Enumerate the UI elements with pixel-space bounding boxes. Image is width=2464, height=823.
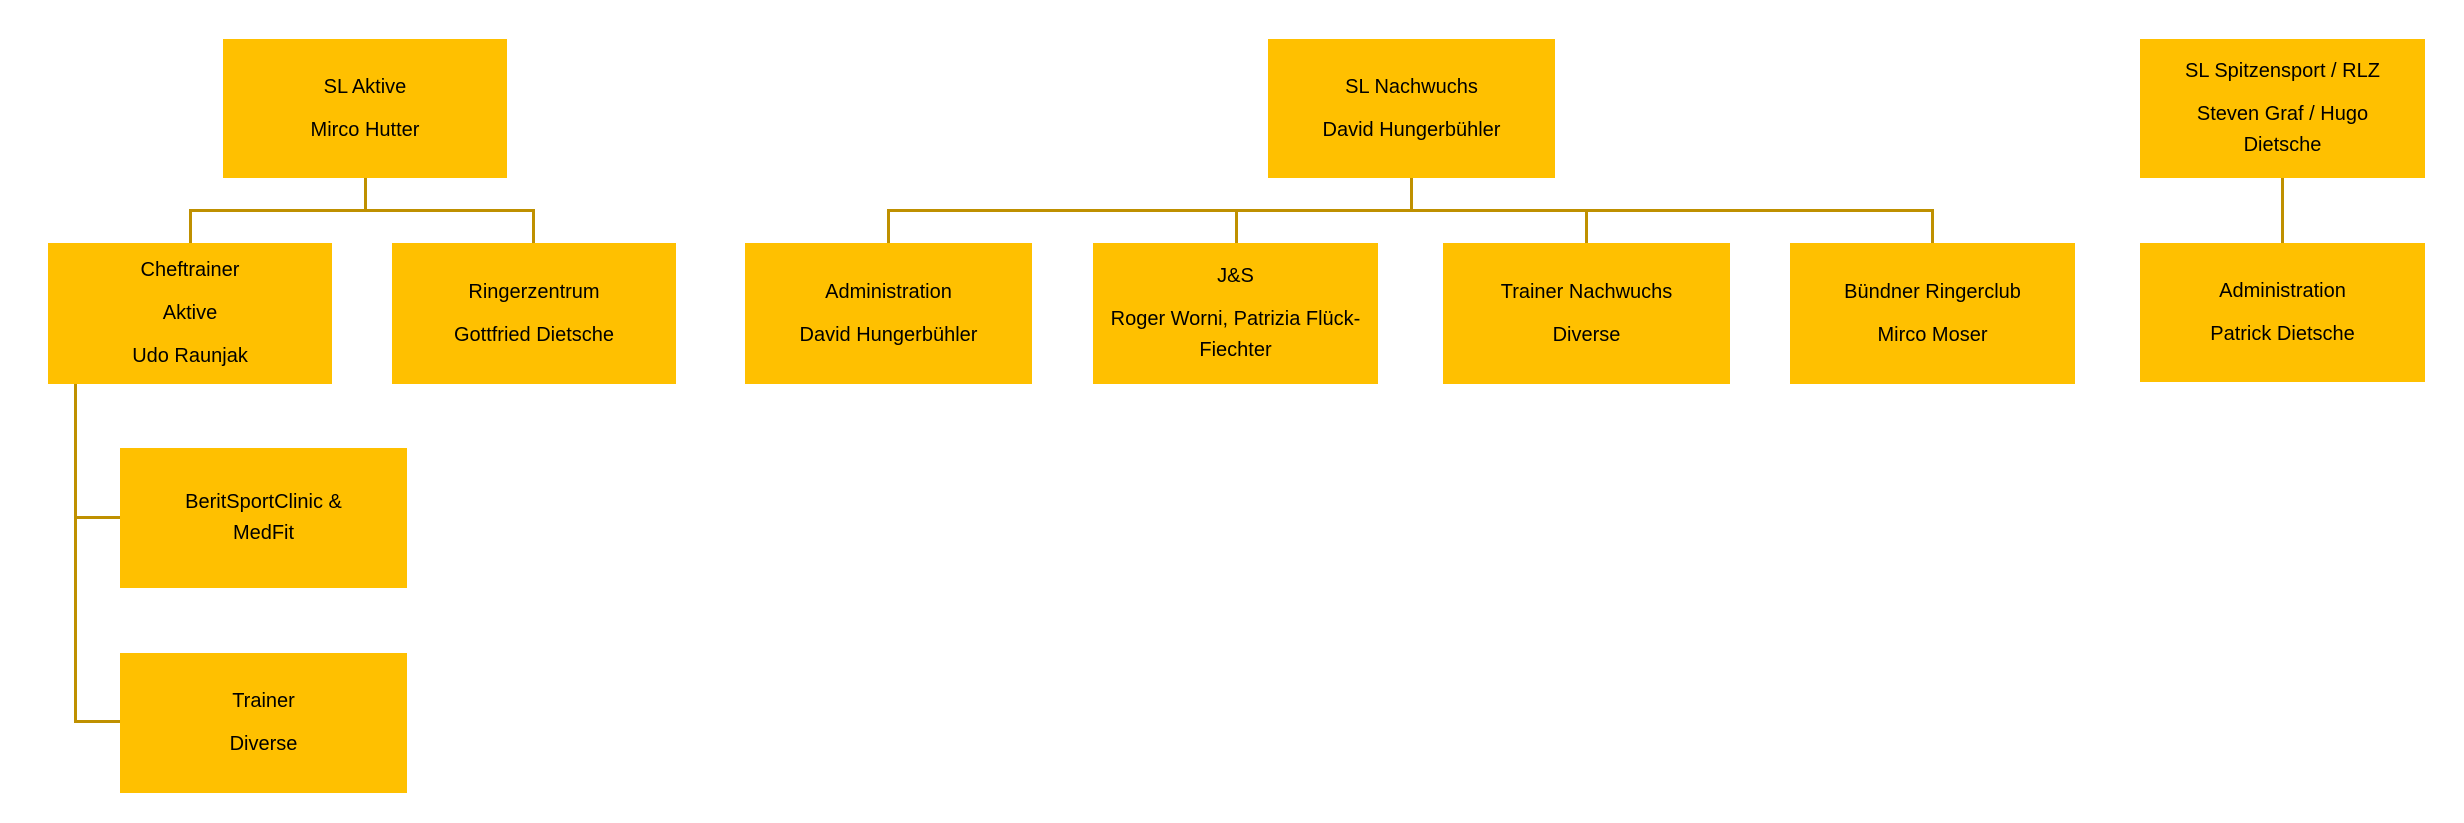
node-person: Diverse bbox=[229, 733, 298, 755]
node-title: SL Aktive bbox=[323, 75, 407, 98]
node-title: Ringerzentrum bbox=[468, 280, 600, 303]
node-title: Administration bbox=[825, 280, 952, 303]
node-cheftrainer-aktive: Cheftrainer Aktive Udo Raunjak bbox=[48, 243, 332, 384]
node-person: Steven Graf / Hugo Dietsche bbox=[2196, 103, 2369, 156]
node-beritsportclinic-medfit: BeritSportClinic & MedFit bbox=[120, 448, 407, 588]
node-person: Patrick Dietsche bbox=[2210, 322, 2355, 345]
node-title: Trainer bbox=[232, 690, 295, 712]
connector-line bbox=[532, 209, 535, 243]
connector-line bbox=[1585, 209, 1588, 243]
connector-line bbox=[1235, 209, 1238, 243]
node-trainer-nachwuchs: Trainer Nachwuchs Diverse bbox=[1443, 243, 1730, 384]
node-administration-spitzensport: Administration Patrick Dietsche bbox=[2140, 243, 2425, 382]
connector-line bbox=[1410, 178, 1413, 211]
node-sl-aktive: SL Aktive Mirco Hutter bbox=[223, 39, 507, 178]
connector-line bbox=[887, 209, 1934, 212]
connector-line bbox=[74, 516, 120, 519]
node-person: David Hungerbühler bbox=[1322, 118, 1501, 141]
node-person: Mirco Hutter bbox=[310, 118, 420, 141]
node-title: Bündner Ringerclub bbox=[1844, 280, 2021, 303]
node-ringerzentrum: Ringerzentrum Gottfried Dietsche bbox=[392, 243, 676, 384]
node-person: Diverse bbox=[1552, 323, 1621, 346]
node-trainer-aktive: Trainer Diverse bbox=[120, 653, 407, 793]
node-title: Trainer Nachwuchs bbox=[1500, 280, 1673, 303]
node-title: J&S bbox=[1217, 265, 1254, 287]
connector-line bbox=[2281, 178, 2284, 243]
node-title: Cheftrainer bbox=[140, 259, 240, 281]
node-buendner-ringerclub: Bündner Ringerclub Mirco Moser bbox=[1790, 243, 2075, 384]
node-person: Mirco Moser bbox=[1877, 323, 1988, 346]
node-title: BeritSportClinic & MedFit bbox=[185, 491, 342, 544]
connector-line bbox=[189, 209, 192, 243]
node-person: Udo Raunjak bbox=[132, 345, 248, 367]
node-sl-spitzensport: SL Spitzensport / RLZ Steven Graf / Hugo… bbox=[2140, 39, 2425, 178]
connector-line bbox=[74, 720, 120, 723]
node-title: Aktive bbox=[162, 302, 218, 324]
node-js: J&S Roger Worni, Patrizia Flück-Fiechter bbox=[1093, 243, 1378, 384]
connector-line bbox=[887, 209, 890, 243]
connector-line bbox=[364, 178, 367, 211]
node-person: Gottfried Dietsche bbox=[453, 323, 615, 346]
connector-line bbox=[189, 209, 535, 212]
node-administration-nachwuchs: Administration David Hungerbühler bbox=[745, 243, 1032, 384]
node-person: Roger Worni, Patrizia Flück-Fiechter bbox=[1110, 308, 1361, 361]
connector-line bbox=[74, 384, 77, 723]
node-title: Administration bbox=[2219, 279, 2346, 302]
node-sl-nachwuchs: SL Nachwuchs David Hungerbühler bbox=[1268, 39, 1555, 178]
node-title: SL Spitzensport / RLZ bbox=[2185, 60, 2380, 82]
node-title: SL Nachwuchs bbox=[1345, 75, 1478, 98]
node-person: David Hungerbühler bbox=[799, 323, 978, 346]
connector-line bbox=[1931, 209, 1934, 243]
